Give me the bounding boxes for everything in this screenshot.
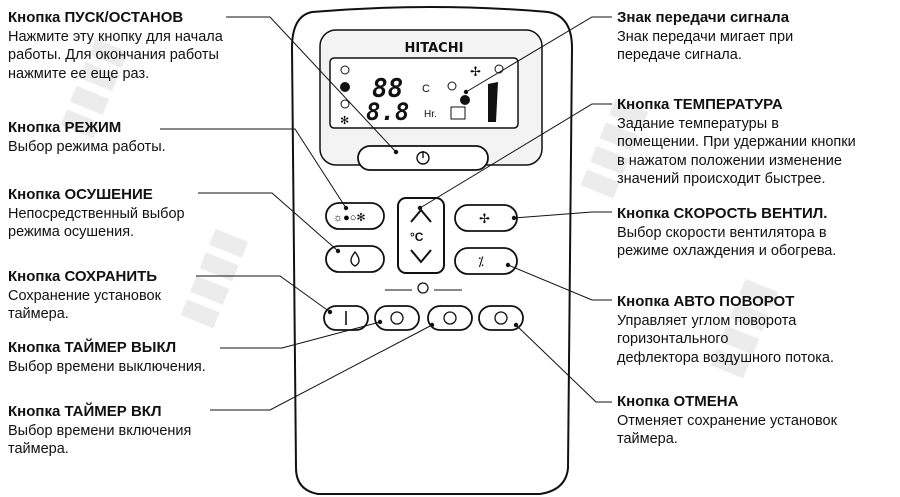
- callout-desc: Выбор времени включения таймера.: [8, 422, 192, 458]
- mode-icons: ☼●○✻: [333, 212, 366, 224]
- callout-desc: Отменяет сохранение установок таймера.: [617, 412, 837, 448]
- water-drop-icon: [350, 250, 360, 267]
- callout-title: Знак передачи сигнала: [617, 9, 790, 26]
- signal-icon: [494, 64, 504, 74]
- callout-desc: Непосредственный выбор режима осушения.: [8, 205, 185, 241]
- callout-title: Кнопка РЕЖИМ: [8, 119, 122, 136]
- swing-indicator-icon: [447, 81, 457, 91]
- callout-desc: Нажмите эту кнопку для начала работы. Дл…: [8, 28, 223, 82]
- signal-indicator-icon: [460, 95, 470, 105]
- callout-desc: Выбор скорости вентилятора в режиме охла…: [617, 224, 837, 260]
- auto-swing-button[interactable]: [454, 247, 518, 275]
- lcd-unit-c: C: [422, 83, 430, 95]
- callout-timer-off: Кнопка ТАЙМЕР ВЫКЛ Выбор времени выключе…: [8, 339, 278, 376]
- lcd-digits-bottom: 8.8: [366, 98, 409, 126]
- fan-icon: ✢: [479, 211, 490, 226]
- temp-unit-label: °C: [410, 230, 424, 244]
- callout-dehumidify: Кнопка ОСУШЕНИЕ Непосредственный выбор р…: [8, 186, 278, 242]
- heat-mode-icon: [340, 82, 350, 92]
- callout-title: Кнопка СОХРАНИТЬ: [8, 268, 158, 285]
- temperature-button[interactable]: [397, 197, 445, 274]
- callout-title: Кнопка ТАЙМЕР ВЫКЛ: [8, 339, 177, 356]
- timer-clock-icon: [417, 282, 429, 294]
- callout-desc: Задание температуры в помещении. При уде…: [617, 115, 856, 188]
- callout-signal: Знак передачи сигнала Знак передачи мига…: [617, 9, 897, 65]
- timer-on-icon: [443, 311, 457, 325]
- callout-start-stop: Кнопка ПУСК/ОСТАНОВ Нажмите эту кнопку д…: [8, 9, 278, 83]
- clock-box-icon: [450, 106, 466, 120]
- cancel-icon: [494, 311, 508, 325]
- callout-desc: Управляет углом поворота горизонтального…: [617, 312, 835, 366]
- mode-button[interactable]: [325, 202, 385, 230]
- cancel-button[interactable]: [478, 305, 524, 331]
- callout-desc: Знак передачи мигает при передаче сигнал…: [617, 28, 794, 64]
- swing-icon: ⁒: [478, 254, 484, 269]
- temp-up-icon: [410, 208, 432, 223]
- callout-desc: Сохранение установок таймера.: [8, 287, 161, 323]
- callout-fan-speed: Кнопка СКОРОСТЬ ВЕНТИЛ. Выбор скорости в…: [617, 205, 897, 261]
- callout-desc: Выбор режима работы.: [8, 138, 166, 155]
- timer-off-icon: [390, 311, 404, 325]
- callout-title: Кнопка ОСУШЕНИЕ: [8, 186, 153, 203]
- temp-down-icon: [410, 249, 432, 264]
- callout-title: Кнопка ОТМЕНА: [617, 393, 739, 410]
- callout-title: Кнопка ТАЙМЕР ВКЛ: [8, 403, 162, 420]
- dehumidify-button[interactable]: [325, 245, 385, 273]
- fan-lcd-icon: ✢: [470, 64, 481, 79]
- callout-save: Кнопка СОХРАНИТЬ Сохранение установок та…: [8, 268, 278, 324]
- lcd-digits-top: 88: [372, 74, 403, 104]
- callout-temperature: Кнопка ТЕМПЕРАТУРА Задание температуры в…: [617, 96, 897, 189]
- timer-on-button[interactable]: [427, 305, 473, 331]
- lcd-unit-hr: Hr.: [424, 109, 437, 120]
- callout-title: Кнопка ТЕМПЕРАТУРА: [617, 96, 783, 113]
- callout-title: Кнопка ПУСК/ОСТАНОВ: [8, 9, 184, 26]
- leader-lines: [160, 16, 612, 411]
- callout-mode: Кнопка РЕЖИМ Выбор режима работы.: [8, 119, 278, 156]
- callout-timer-on: Кнопка ТАЙМЕР ВКЛ Выбор времени включени…: [8, 403, 278, 459]
- cool-mode-icon: [340, 99, 350, 109]
- fan-level-bar: [488, 82, 498, 122]
- callout-title: Кнопка АВТО ПОВОРОТ: [617, 293, 795, 310]
- callout-auto-swing: Кнопка АВТО ПОВОРОТ Управляет углом пово…: [617, 293, 897, 367]
- timer-off-button[interactable]: [374, 305, 420, 331]
- callout-title: Кнопка СКОРОСТЬ ВЕНТИЛ.: [617, 205, 828, 222]
- callout-cancel: Кнопка ОТМЕНА Отменяет сохранение устано…: [617, 393, 897, 449]
- anchor-dots: [327, 89, 519, 328]
- auto-mode-icon: [340, 65, 350, 75]
- brand-logo: HITACHI: [405, 41, 464, 56]
- snowflake-icon: ✻: [340, 115, 349, 127]
- callout-desc: Выбор времени выключения.: [8, 358, 206, 375]
- lcd-screen: [329, 57, 519, 129]
